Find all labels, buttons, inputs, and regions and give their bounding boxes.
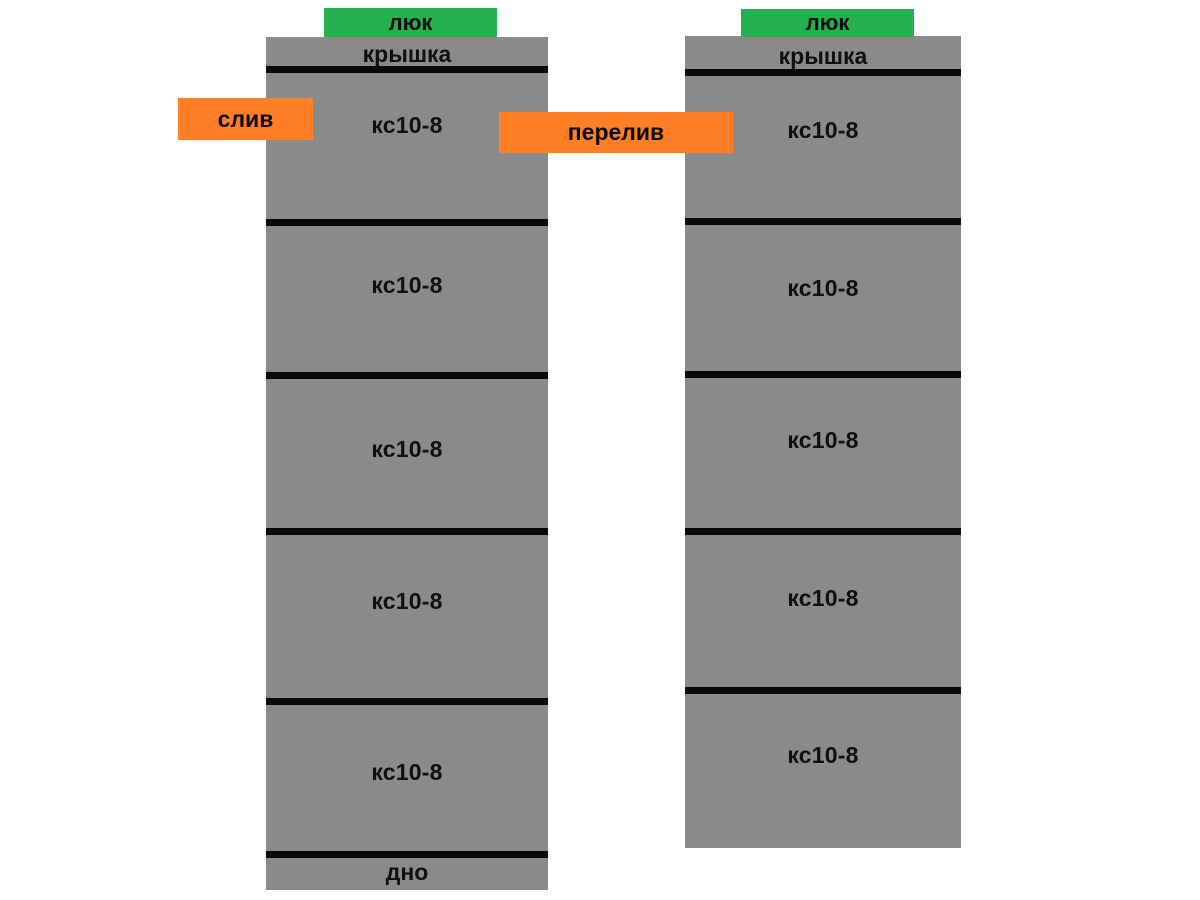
- right-well-ring-5: кс10-8: [787, 741, 859, 768]
- left-well-lid-joint: [266, 66, 548, 73]
- right-well-joint-3: [685, 528, 961, 535]
- left-well-joint-2: [266, 372, 548, 379]
- left-well-bottom-joint: [266, 851, 548, 858]
- left-well-ring-4: кс10-8: [371, 587, 443, 614]
- right-well-joint-4: [685, 687, 961, 694]
- right-well-ring-3: кс10-8: [787, 426, 859, 453]
- right-well-hatch: люк: [741, 9, 914, 37]
- right-well-ring-1: кс10-8: [787, 116, 859, 143]
- right-well-joint-1: [685, 218, 961, 225]
- left-well-hatch: люк: [324, 8, 497, 37]
- left-well-lid-label: крышка: [362, 40, 452, 67]
- left-well-ring-3: кс10-8: [371, 435, 443, 462]
- right-well-ring-2: кс10-8: [787, 274, 859, 301]
- drain-pipe: слив: [178, 98, 313, 140]
- right-well-shaft: [685, 36, 961, 848]
- left-well-ring-5: кс10-8: [371, 758, 443, 785]
- right-well-ring-4: кс10-8: [787, 584, 859, 611]
- left-well-joint-3: [266, 528, 548, 535]
- left-well-bottom-label: дно: [385, 858, 429, 885]
- left-well-ring-2: кс10-8: [371, 271, 443, 298]
- left-well-shaft: [266, 37, 548, 890]
- left-well-ring-1: кс10-8: [371, 111, 443, 138]
- right-well-joint-2: [685, 371, 961, 378]
- left-well-joint-1: [266, 219, 548, 226]
- overflow-pipe: перелив: [499, 112, 733, 153]
- right-well-lid-label: крышка: [778, 42, 868, 69]
- right-well-lid-joint: [685, 69, 961, 76]
- left-well-joint-4: [266, 698, 548, 705]
